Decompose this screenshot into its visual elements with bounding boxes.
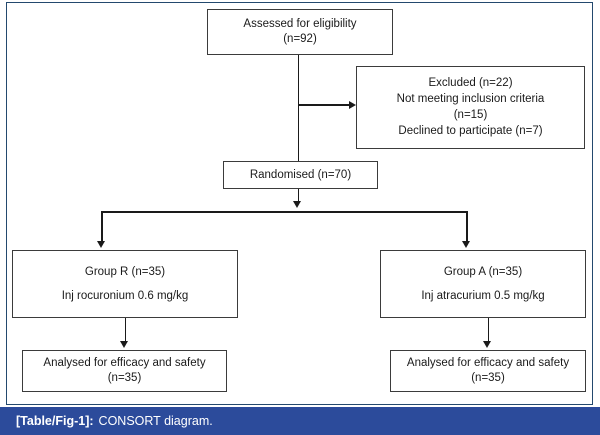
- node-line: Declined to participate (n=7): [398, 124, 543, 137]
- node-line: (n=35): [471, 372, 505, 384]
- connector-split-to-group-a: [466, 211, 468, 243]
- connector-group-a-to-analysed: [487, 318, 490, 343]
- arrowhead-right-icon: [349, 100, 356, 109]
- node-line: Inj atracurium 0.5 mg/kg: [421, 289, 545, 302]
- connector-split-bar: [101, 211, 467, 213]
- figure-caption-label: [Table/Fig-1]:: [16, 414, 94, 428]
- node-line: Analysed for efficacy and safety: [406, 357, 570, 370]
- figure-caption-text: CONSORT diagram.: [98, 414, 213, 428]
- node-group-a: Group A (n=35) Inj atracurium 0.5 mg/kg: [380, 250, 586, 318]
- connector-split-to-group-r: [101, 211, 103, 243]
- figure-caption-bar: [Table/Fig-1]: CONSORT diagram.: [0, 407, 600, 435]
- node-assessed-for-eligibility: Assessed for eligibility (n=92): [207, 9, 393, 55]
- node-line: Randomised (n=70): [249, 168, 352, 181]
- arrowhead-down-icon: [293, 201, 301, 208]
- connector-randomised-to-split: [297, 189, 300, 203]
- arrowhead-down-icon: [462, 241, 470, 248]
- node-line: Inj rocuronium 0.6 mg/kg: [61, 289, 189, 302]
- node-line: (n=92): [283, 33, 317, 45]
- consort-diagram-canvas: Assessed for eligibility (n=92) Excluded…: [12, 9, 586, 392]
- connector-group-r-to-analysed: [124, 318, 127, 343]
- node-group-r: Group R (n=35) Inj rocuronium 0.6 mg/kg: [12, 250, 238, 318]
- node-line: Analysed for efficacy and safety: [43, 357, 206, 370]
- arrowhead-down-icon: [120, 341, 128, 348]
- node-line: Not meeting inclusion criteria: [396, 93, 545, 106]
- node-line: (n=15): [453, 109, 488, 121]
- node-line: Group A (n=35): [443, 265, 523, 278]
- connector-assessed-to-randomised: [297, 55, 300, 161]
- node-line: Group R (n=35): [84, 265, 166, 278]
- arrowhead-down-icon: [97, 241, 105, 248]
- node-line: Assessed for eligibility: [243, 18, 357, 31]
- connector-branch-to-excluded: [298, 104, 349, 106]
- node-randomised: Randomised (n=70): [223, 161, 378, 189]
- node-analysed-group-a: Analysed for efficacy and safety (n=35): [390, 350, 586, 392]
- node-excluded: Excluded (n=22) Not meeting inclusion cr…: [356, 66, 585, 149]
- arrowhead-down-icon: [483, 341, 491, 348]
- node-analysed-group-r: Analysed for efficacy and safety (n=35): [22, 350, 227, 392]
- node-line: Excluded (n=22): [428, 77, 513, 90]
- node-line: (n=35): [107, 372, 142, 384]
